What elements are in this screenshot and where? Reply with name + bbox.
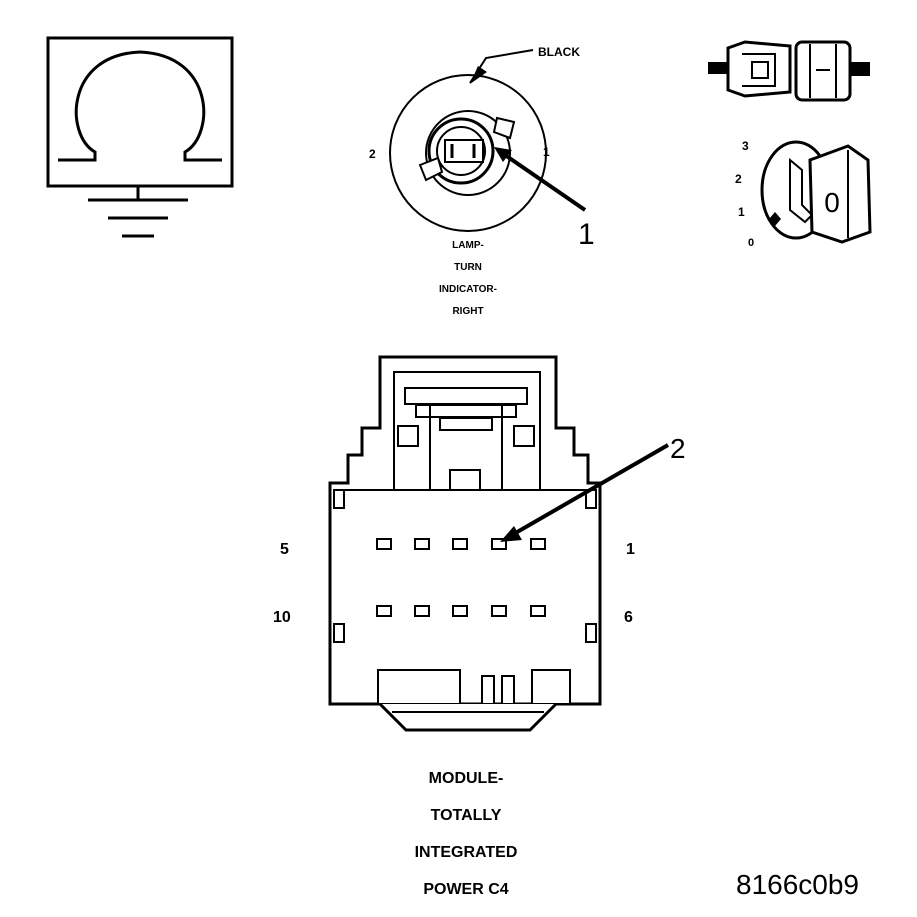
key-position-0: 0 <box>748 237 754 249</box>
connector-plug-icon <box>708 40 870 102</box>
figure-id: 8166c0b9 <box>736 869 859 900</box>
module-caption-line-2: TOTALLY <box>431 807 502 824</box>
module-callout-arrow <box>511 443 669 537</box>
lamp-caption-line-2: TURN <box>454 262 482 273</box>
module-caption-line-4: POWER C4 <box>423 881 508 898</box>
lamp-pin-right-label: 1 <box>543 145 550 159</box>
key-switch-icon <box>760 140 872 244</box>
module-pin-10-label: 10 <box>273 609 291 626</box>
lamp-callout-number: 1 <box>578 218 595 251</box>
lamp-caption-line-4: RIGHT <box>452 306 483 317</box>
module-callout-number: 2 <box>670 433 686 464</box>
module-connector <box>328 355 602 732</box>
lamp-connector <box>389 74 547 232</box>
key-position-2: 2 <box>735 172 742 186</box>
module-pin-6-label: 6 <box>624 609 633 626</box>
ohmmeter-ground-icon <box>46 36 234 238</box>
module-pin-1-label: 1 <box>626 541 635 558</box>
lamp-pin-left-label: 2 <box>369 147 376 161</box>
module-caption-line-3: INTEGRATED <box>415 844 518 861</box>
key-label: 0 <box>824 187 840 218</box>
lamp-caption-line-3: INDICATOR- <box>439 284 497 295</box>
lamp-callout-arrow <box>503 153 587 212</box>
lamp-callout-arrowhead <box>494 147 512 162</box>
module-pin-5-label: 5 <box>280 541 289 558</box>
module-caption-line-1: MODULE- <box>429 770 504 787</box>
wire-leader-arrowhead <box>470 66 487 84</box>
module-callout-arrowhead <box>500 526 522 542</box>
wire-color-label: BLACK <box>538 45 580 59</box>
key-position-3: 3 <box>742 139 749 153</box>
key-position-1: 1 <box>738 205 745 219</box>
lamp-caption-line-1: LAMP- <box>452 240 484 251</box>
